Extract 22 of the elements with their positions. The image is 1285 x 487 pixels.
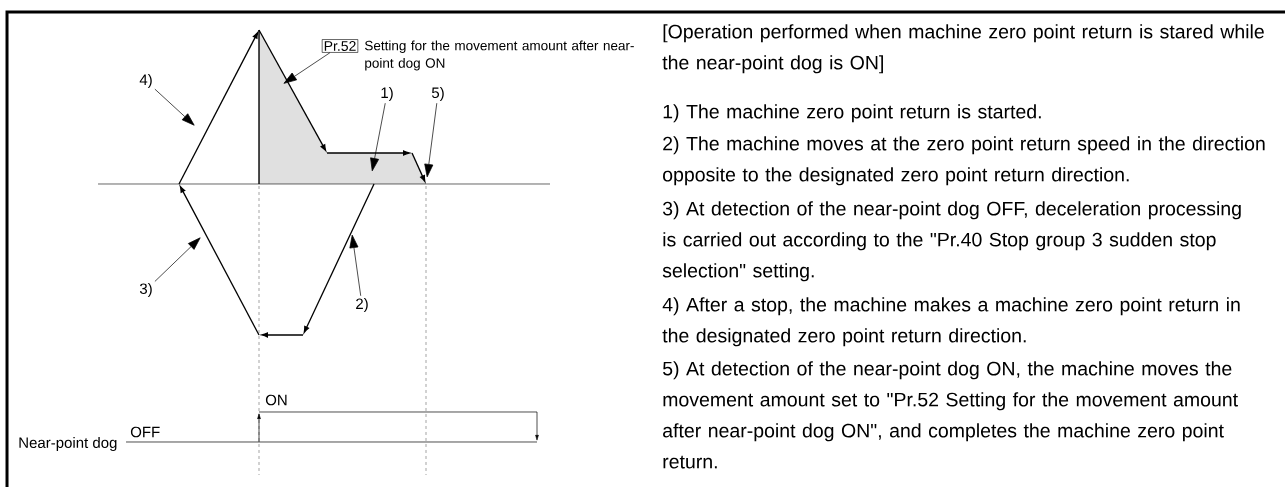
leader-line <box>370 102 386 172</box>
parameter-box: Pr.52 <box>321 39 359 53</box>
leader-line <box>154 88 195 126</box>
callout-number: 4) <box>139 74 152 88</box>
list-item: 5) At detection of the near-point dog ON, the machine moves the movement amount set to "Pr.52 Setting for the movement amount after near-point dog ON", and completes the machine zero point return. <box>663 361 1238 469</box>
callout-number: 2) <box>356 298 368 312</box>
leader-line <box>154 237 201 282</box>
leader-line <box>349 234 362 297</box>
signal-label: OFF <box>130 426 160 438</box>
callout-number: 1) <box>381 87 393 101</box>
leader-line <box>283 52 331 84</box>
leader-line <box>424 102 438 178</box>
callout-text: Setting for the movement amount after near-point dog ON <box>364 40 634 71</box>
list-item: 4) After a stop, the machine makes a machine zero point return in the designated zero point return direction. <box>662 297 1240 347</box>
heading: [Operation performed when machine zero point return is stared while the near-point dog is ON] <box>662 24 1264 74</box>
list-item: 3) At detection of the near-point dog OFF, deceleration processing is carried out according to the "Pr.40 Stop group 3 sudden stop selection" setting. <box>662 201 1241 282</box>
callout-number: 3) <box>139 283 152 297</box>
signal-label: ON <box>265 394 287 406</box>
callout-number: 5) <box>431 87 444 101</box>
list-item: 2) The machine moves at the zero point return speed in the direction opposite to the designated zero point return direction. <box>663 136 1265 186</box>
signal-name: Near-point dog <box>19 437 117 451</box>
list-item: 1) The machine zero point return is started. <box>663 104 1041 123</box>
